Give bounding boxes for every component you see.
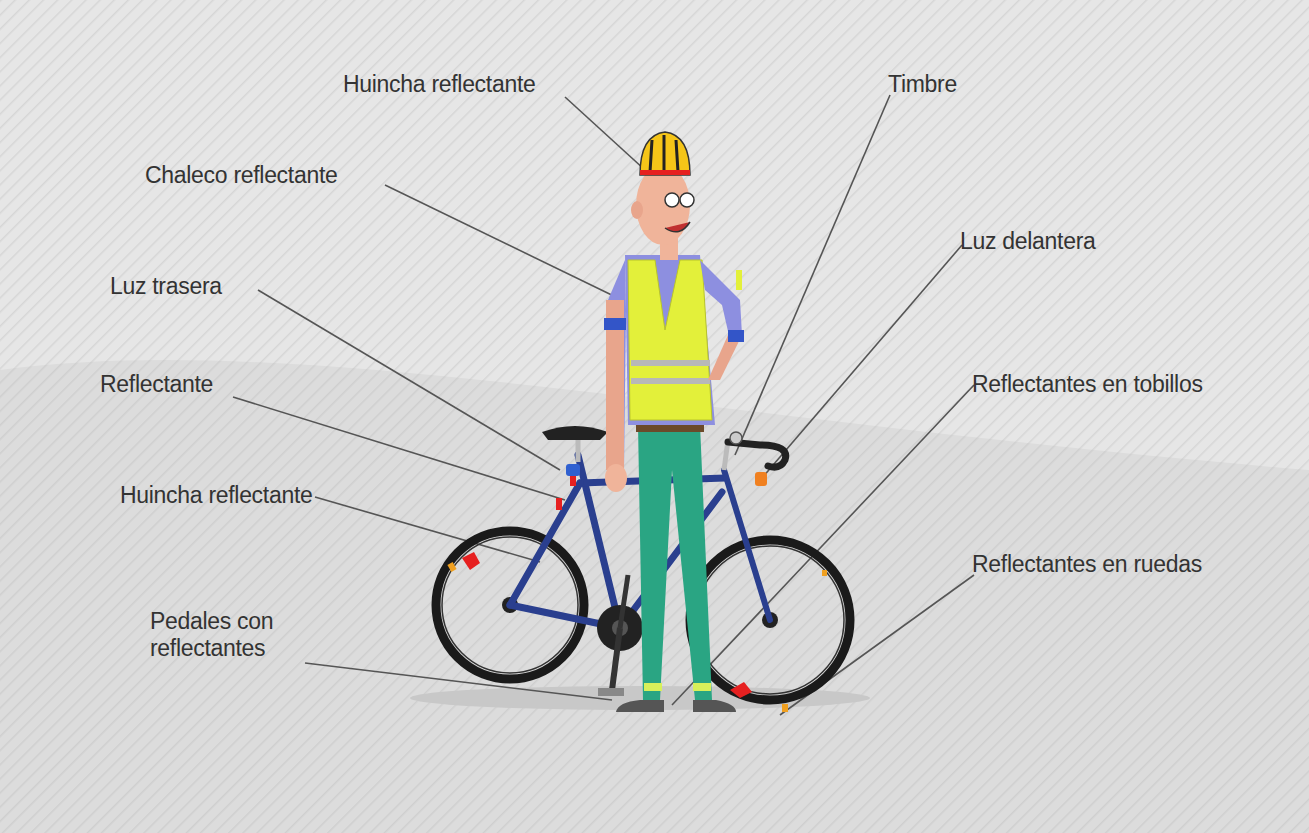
part-label: Huincha reflectante bbox=[343, 71, 583, 98]
rider bbox=[604, 132, 744, 712]
part-label: Reflectante bbox=[100, 371, 260, 398]
part-label: Luz trasera bbox=[110, 273, 280, 300]
part-label: Reflectantes en ruedas bbox=[972, 551, 1272, 578]
part-label: Luz delantera bbox=[960, 228, 1160, 255]
part-label: Chaleco reflectante bbox=[145, 162, 405, 189]
leader-lines bbox=[233, 95, 974, 715]
part-label: Pedales con reflectantes bbox=[150, 608, 300, 662]
part-label: Timbre bbox=[888, 71, 1008, 98]
part-label: Reflectantes en tobillos bbox=[972, 371, 1272, 398]
part-label: Huincha reflectante bbox=[120, 482, 350, 509]
ground-band bbox=[0, 360, 1309, 833]
